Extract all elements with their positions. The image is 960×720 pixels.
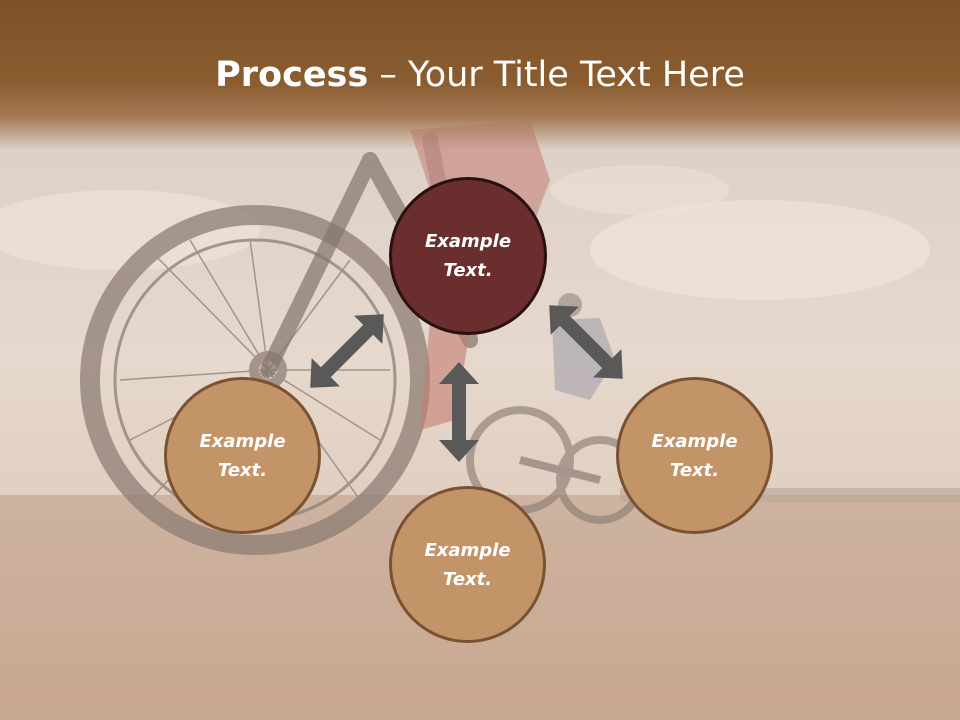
slide-title: Process – Your Title Text Here: [0, 52, 960, 98]
step-left-line2: Text.: [217, 459, 268, 481]
double-arrow-left-icon: [310, 314, 384, 388]
step-top-line1: Example: [424, 231, 512, 252]
double-arrow-vertical-icon: [439, 362, 479, 462]
step-bottom-line1: Example: [424, 539, 511, 561]
process-step-top[interactable]: Example Text.: [389, 177, 547, 335]
process-step-left[interactable]: Example Text.: [164, 377, 321, 534]
step-bottom-line2: Text.: [442, 568, 493, 590]
title-bold: Process: [215, 55, 369, 95]
title-bar: [0, 0, 960, 150]
step-top-line2: Text.: [443, 260, 493, 281]
process-step-right[interactable]: Example Text.: [616, 377, 773, 534]
process-step-bottom[interactable]: Example Text.: [389, 486, 546, 643]
title-rest: – Your Title Text Here: [368, 55, 745, 95]
double-arrow-right-icon: [549, 305, 623, 379]
step-right-line2: Text.: [669, 459, 720, 481]
step-right-line1: Example: [651, 430, 738, 452]
step-left-line1: Example: [199, 430, 286, 452]
